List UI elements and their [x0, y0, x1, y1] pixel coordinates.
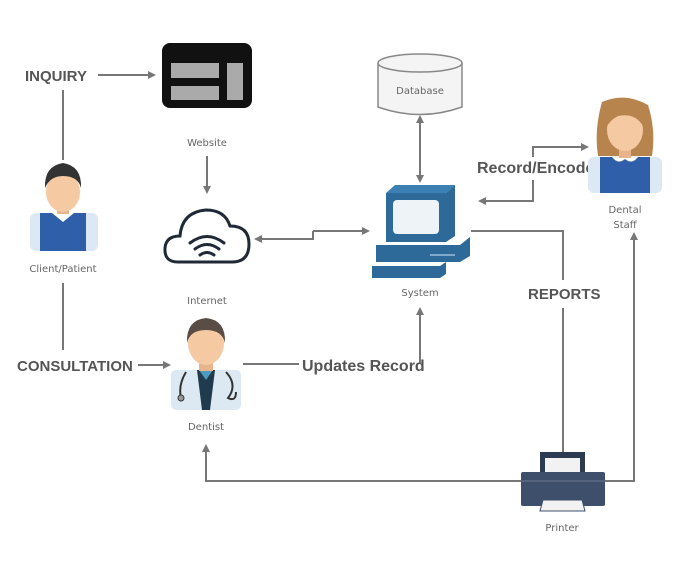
client-patient-icon: [30, 163, 98, 251]
client-label: Client/Patient: [29, 264, 96, 275]
computer-icon: [372, 185, 470, 278]
label-inquiry: INQUIRY: [25, 68, 87, 85]
printer-icon: [521, 452, 605, 512]
edge-printer-staff: [604, 232, 638, 482]
edge-record-to-system: [478, 180, 534, 205]
website-label: Website: [187, 138, 227, 149]
edge-system-reports: [471, 230, 564, 280]
cloud-wifi-icon: [163, 208, 251, 264]
label-record-encode: Record/Encode: [477, 160, 594, 177]
edge-record-to-staff: [532, 143, 589, 157]
label-updates-record: Updates Record: [302, 358, 425, 375]
printer-label: Printer: [545, 523, 579, 534]
system-label: System: [401, 288, 438, 299]
dental-staff-icon: [588, 97, 662, 193]
staff-label-line1: Dental: [608, 205, 641, 216]
edge-printer-dentist: [202, 444, 521, 482]
label-consultation: CONSULTATION: [17, 358, 133, 375]
database-icon: [377, 53, 463, 116]
dentist-label: Dentist: [188, 422, 224, 433]
edge-system-internet: [254, 231, 314, 243]
database-label: Database: [396, 86, 444, 97]
dentist-icon: [171, 318, 241, 410]
edges: [62, 71, 638, 482]
staff-label-line2: Staff: [613, 220, 637, 231]
website-icon: [162, 43, 252, 108]
internet-label: Internet: [187, 296, 227, 307]
label-reports: REPORTS: [528, 286, 601, 303]
